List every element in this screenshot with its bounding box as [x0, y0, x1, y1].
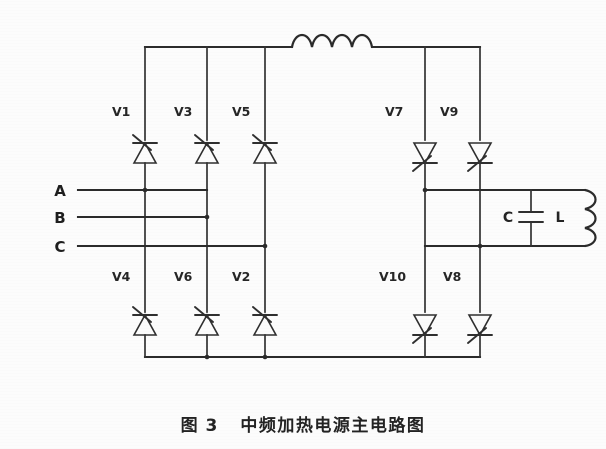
load-coil — [583, 188, 597, 248]
tank-capacitor: C — [503, 189, 544, 247]
figure-caption-title: 中频加热电源主电路图 — [240, 415, 426, 436]
junction-nodes — [142, 187, 483, 360]
rectifier-leg-3: V5 V2 — [232, 46, 278, 358]
figure-caption-number: 图 3 — [180, 415, 219, 436]
node-C-leg3 — [262, 243, 268, 249]
phase-label-B: B — [54, 209, 65, 227]
figure-caption: 图 3 中频加热电源主电路图 — [0, 398, 606, 448]
top-dc-rail — [143, 33, 482, 49]
phase-label-C: C — [54, 238, 65, 256]
device-label-V8: V8 — [443, 269, 461, 284]
device-label-V2: V2 — [232, 269, 250, 284]
phase-label-A: A — [54, 182, 66, 200]
inverter-leg-2: V9 V8 — [440, 46, 493, 358]
node-inv-leg1-out — [422, 187, 428, 193]
device-label-V3: V3 — [174, 104, 192, 119]
node-inv-leg2-out — [477, 243, 483, 249]
three-phase-input-lines: A B C — [54, 182, 267, 256]
node-leg2-bottom — [204, 354, 210, 360]
node-leg3-bottom — [262, 354, 268, 360]
device-label-V5: V5 — [232, 104, 250, 119]
capacitor-label-C: C — [503, 210, 513, 226]
inverter-output-wiring — [423, 188, 587, 248]
device-label-V9: V9 — [440, 104, 458, 119]
rectifier-leg-2: V3 V6 — [174, 46, 220, 358]
device-label-V1: V1 — [112, 104, 130, 119]
smoothing-reactor — [290, 33, 374, 49]
rectifier-leg-1: V1 V4 — [112, 46, 158, 358]
circuit-schematic: V1 V4 V3 V6 — [54, 33, 597, 360]
inverter-leg-1: V7 V10 — [379, 46, 438, 358]
device-label-V10: V10 — [379, 269, 406, 284]
node-B-leg2 — [204, 214, 210, 220]
device-label-V7: V7 — [385, 104, 403, 119]
node-A-leg1 — [142, 187, 148, 193]
device-label-V6: V6 — [174, 269, 193, 284]
device-label-V4: V4 — [112, 269, 131, 284]
inductor-label-L: L — [556, 210, 565, 226]
tank-inductor: L — [556, 188, 597, 248]
